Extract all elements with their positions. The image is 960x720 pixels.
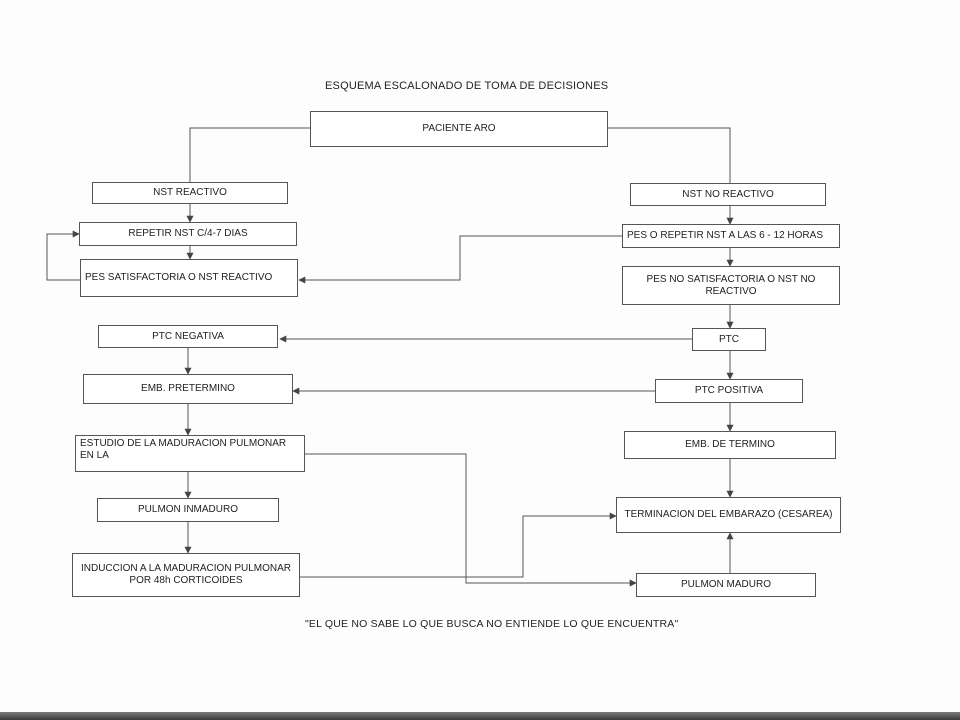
node-repetir-nst: REPETIR NST C/4-7 DIAS: [79, 222, 297, 246]
node-paciente-aro: PACIENTE ARO: [310, 111, 608, 147]
node-pes-satisfactoria: PES SATISFACTORIA O NST REACTIVO: [80, 259, 298, 297]
node-nst-no-reactivo: NST NO REACTIVO: [630, 183, 826, 206]
arrow-pes-to-pes-satisfactoria: [298, 235, 622, 284]
node-emb-termino: EMB. DE TERMINO: [624, 431, 836, 459]
arrow-induccion-to-terminacion: [300, 512, 617, 578]
node-induccion-maduracion: INDUCCION A LA MADURACION PULMONAR POR 4…: [72, 553, 300, 597]
node-ptc-positiva: PTC POSITIVA: [655, 379, 803, 403]
diagram-title: ESQUEMA ESCALONADO DE TOMA DE DECISIONES: [325, 80, 609, 92]
node-ptc: PTC: [692, 328, 766, 351]
arrow-estudio-to-pulmon-maduro: [305, 453, 637, 587]
node-pulmon-inmaduro: PULMON INMADURO: [97, 498, 279, 522]
node-estudio-maduracion: ESTUDIO DE LA MADURACION PULMONAR EN LA: [75, 435, 305, 472]
loop-pes-satisfactoria-to-repetir: [46, 230, 80, 281]
node-pes-o-repetir: PES O REPETIR NST A LAS 6 - 12 HORAS: [622, 224, 840, 248]
node-nst-reactivo: NST REACTIVO: [92, 182, 288, 204]
node-emb-pretermino: EMB. PRETERMINO: [83, 374, 293, 404]
node-terminacion-embarazo: TERMINACION DEL EMBARAZO (CESAREA): [616, 497, 841, 533]
scan-bottom-edge: [0, 712, 960, 720]
link-aro-to-nst-reactivo: [189, 127, 310, 182]
node-pulmon-maduro: PULMON MADURO: [636, 573, 816, 597]
node-ptc-negativa: PTC NEGATIVA: [98, 325, 278, 348]
node-pes-no-satisfactoria: PES NO SATISFACTORIA O NST NO REACTIVO: [622, 266, 840, 305]
footer-quote: "EL QUE NO SABE LO QUE BUSCA NO ENTIENDE…: [305, 618, 679, 630]
link-aro-to-nst-no-reactivo: [608, 127, 731, 183]
